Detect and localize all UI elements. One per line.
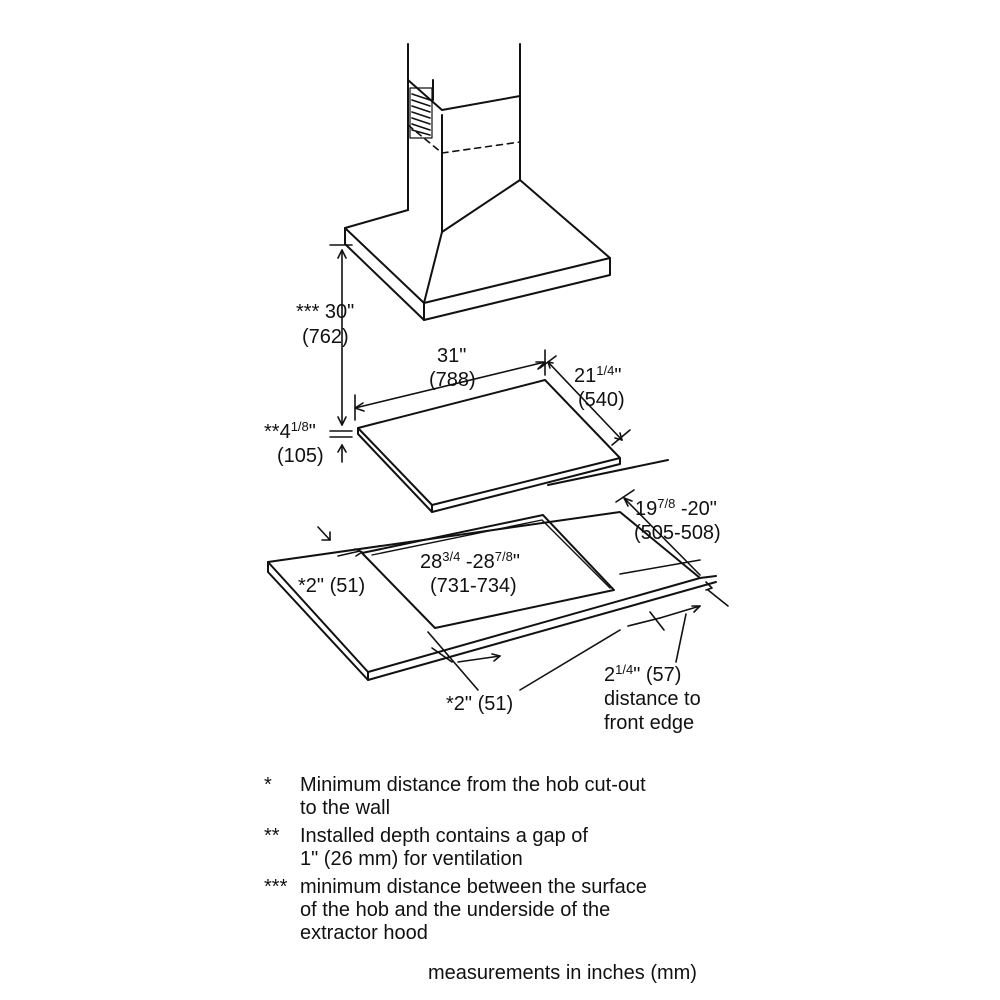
side-min-left-label: *2" (51) xyxy=(298,575,365,597)
dimension-labels: *** 30" (762) 31" (788) 211/4" (540) **4… xyxy=(264,301,721,734)
vent-slots xyxy=(409,87,433,139)
cutout-depth-mm: (505-508) xyxy=(634,522,721,544)
note-3-text: minimum distance between the surface of … xyxy=(300,876,647,944)
hob-depth-label: 211/4" xyxy=(574,363,621,387)
hood-height-mm: (762) xyxy=(302,326,349,348)
hob-depth-mm: (540) xyxy=(578,389,625,411)
front-edge-label: 21/4" (57) xyxy=(604,662,681,686)
front-edge-line3: front edge xyxy=(604,712,694,734)
worktop xyxy=(267,511,717,681)
cutout-width-label: 283/4 -287/8" xyxy=(420,549,520,573)
note-1-marker: * xyxy=(264,774,272,796)
installed-depth-label: **41/8" xyxy=(264,419,316,443)
wall-line xyxy=(547,459,669,486)
hob-cutout xyxy=(361,514,615,629)
note-2-marker: ** xyxy=(264,825,280,847)
front-edge-line2: distance to xyxy=(604,688,701,710)
cutout-width-mm: (731-734) xyxy=(430,575,517,597)
note-2-text: Installed depth contains a gap of 1" (26… xyxy=(300,825,588,870)
hood-height-label: *** 30" xyxy=(296,301,354,323)
hob-width-label: 31" xyxy=(437,345,466,367)
note-1-text: Minimum distance from the hob cut-out to… xyxy=(300,774,646,819)
hob xyxy=(357,379,621,513)
extractor-hood xyxy=(344,43,611,321)
measurement-units-note: measurements in inches (mm) xyxy=(428,962,697,984)
cutout-depth-label: 197/8 -20" xyxy=(635,496,717,520)
dimension-lines xyxy=(317,244,729,691)
note-3-marker: *** xyxy=(264,876,288,898)
installed-depth-mm: (105) xyxy=(277,445,324,467)
side-min-bottom-label: *2" (51) xyxy=(446,693,513,715)
hob-width-mm: (788) xyxy=(429,369,476,391)
